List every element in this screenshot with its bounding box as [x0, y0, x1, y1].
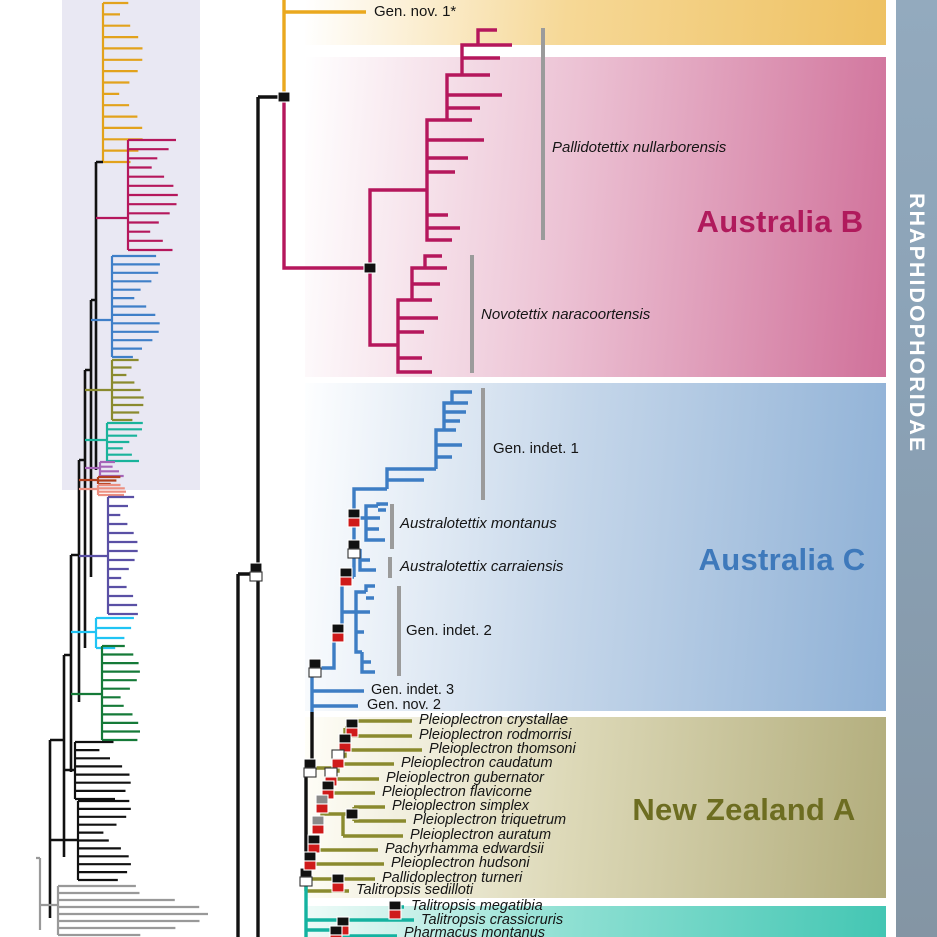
overview-clade	[106, 495, 138, 616]
overview-root-gray	[36, 856, 58, 930]
node-marker-black	[363, 262, 377, 274]
overview-clade	[101, 1, 143, 164]
overview-backbone	[48, 160, 103, 918]
overview-clade	[56, 884, 208, 937]
node-marker-black-white	[308, 658, 322, 678]
new-zealand-a-band	[305, 717, 886, 898]
node-marker-black-red	[339, 567, 353, 587]
node-marker-black-red	[345, 718, 359, 738]
overview-clade	[105, 421, 143, 463]
node-marker-black-red	[303, 851, 317, 871]
main-blue-clade	[310, 390, 472, 712]
main-backbone-black	[236, 95, 314, 937]
overview-clade	[126, 138, 178, 252]
node-marker-black	[277, 91, 291, 103]
node-marker-gray-red	[315, 794, 329, 814]
family-strip: RHAPHIDOPHORIDAE	[896, 0, 937, 937]
node-marker-black-red	[331, 873, 345, 893]
node-marker-black-white	[303, 758, 317, 778]
node-marker-black-white	[249, 562, 263, 582]
node-marker-black-red	[388, 900, 402, 920]
overview-clade	[110, 358, 144, 422]
australia-c-band	[305, 383, 886, 711]
node-marker-black-red	[347, 508, 361, 528]
overview-clade	[94, 616, 134, 650]
node-marker-black-white	[299, 867, 313, 887]
node-marker-gray-red	[311, 815, 325, 835]
australia-a-band	[305, 0, 886, 45]
australia-b-band	[305, 57, 886, 377]
overview-clade	[96, 475, 121, 486]
overview-clade	[110, 254, 160, 359]
node-marker-white-red	[331, 749, 345, 769]
main-orange-clade	[282, 0, 366, 97]
node-marker-black-red	[307, 834, 321, 854]
family-strip-label: RHAPHIDOPHORIDAE	[905, 193, 929, 454]
node-marker-black	[345, 808, 359, 820]
node-marker-black-red	[338, 733, 352, 753]
main-magenta-clade	[282, 28, 512, 374]
overview-clade	[96, 483, 126, 497]
node-marker-black-red	[331, 623, 345, 643]
overview-clade	[100, 644, 140, 742]
overview-clade	[98, 460, 124, 478]
overview-clade	[76, 799, 131, 882]
node-marker-black-white	[347, 539, 361, 559]
node-marker-black-red	[329, 925, 343, 937]
overview-clade	[73, 740, 131, 801]
